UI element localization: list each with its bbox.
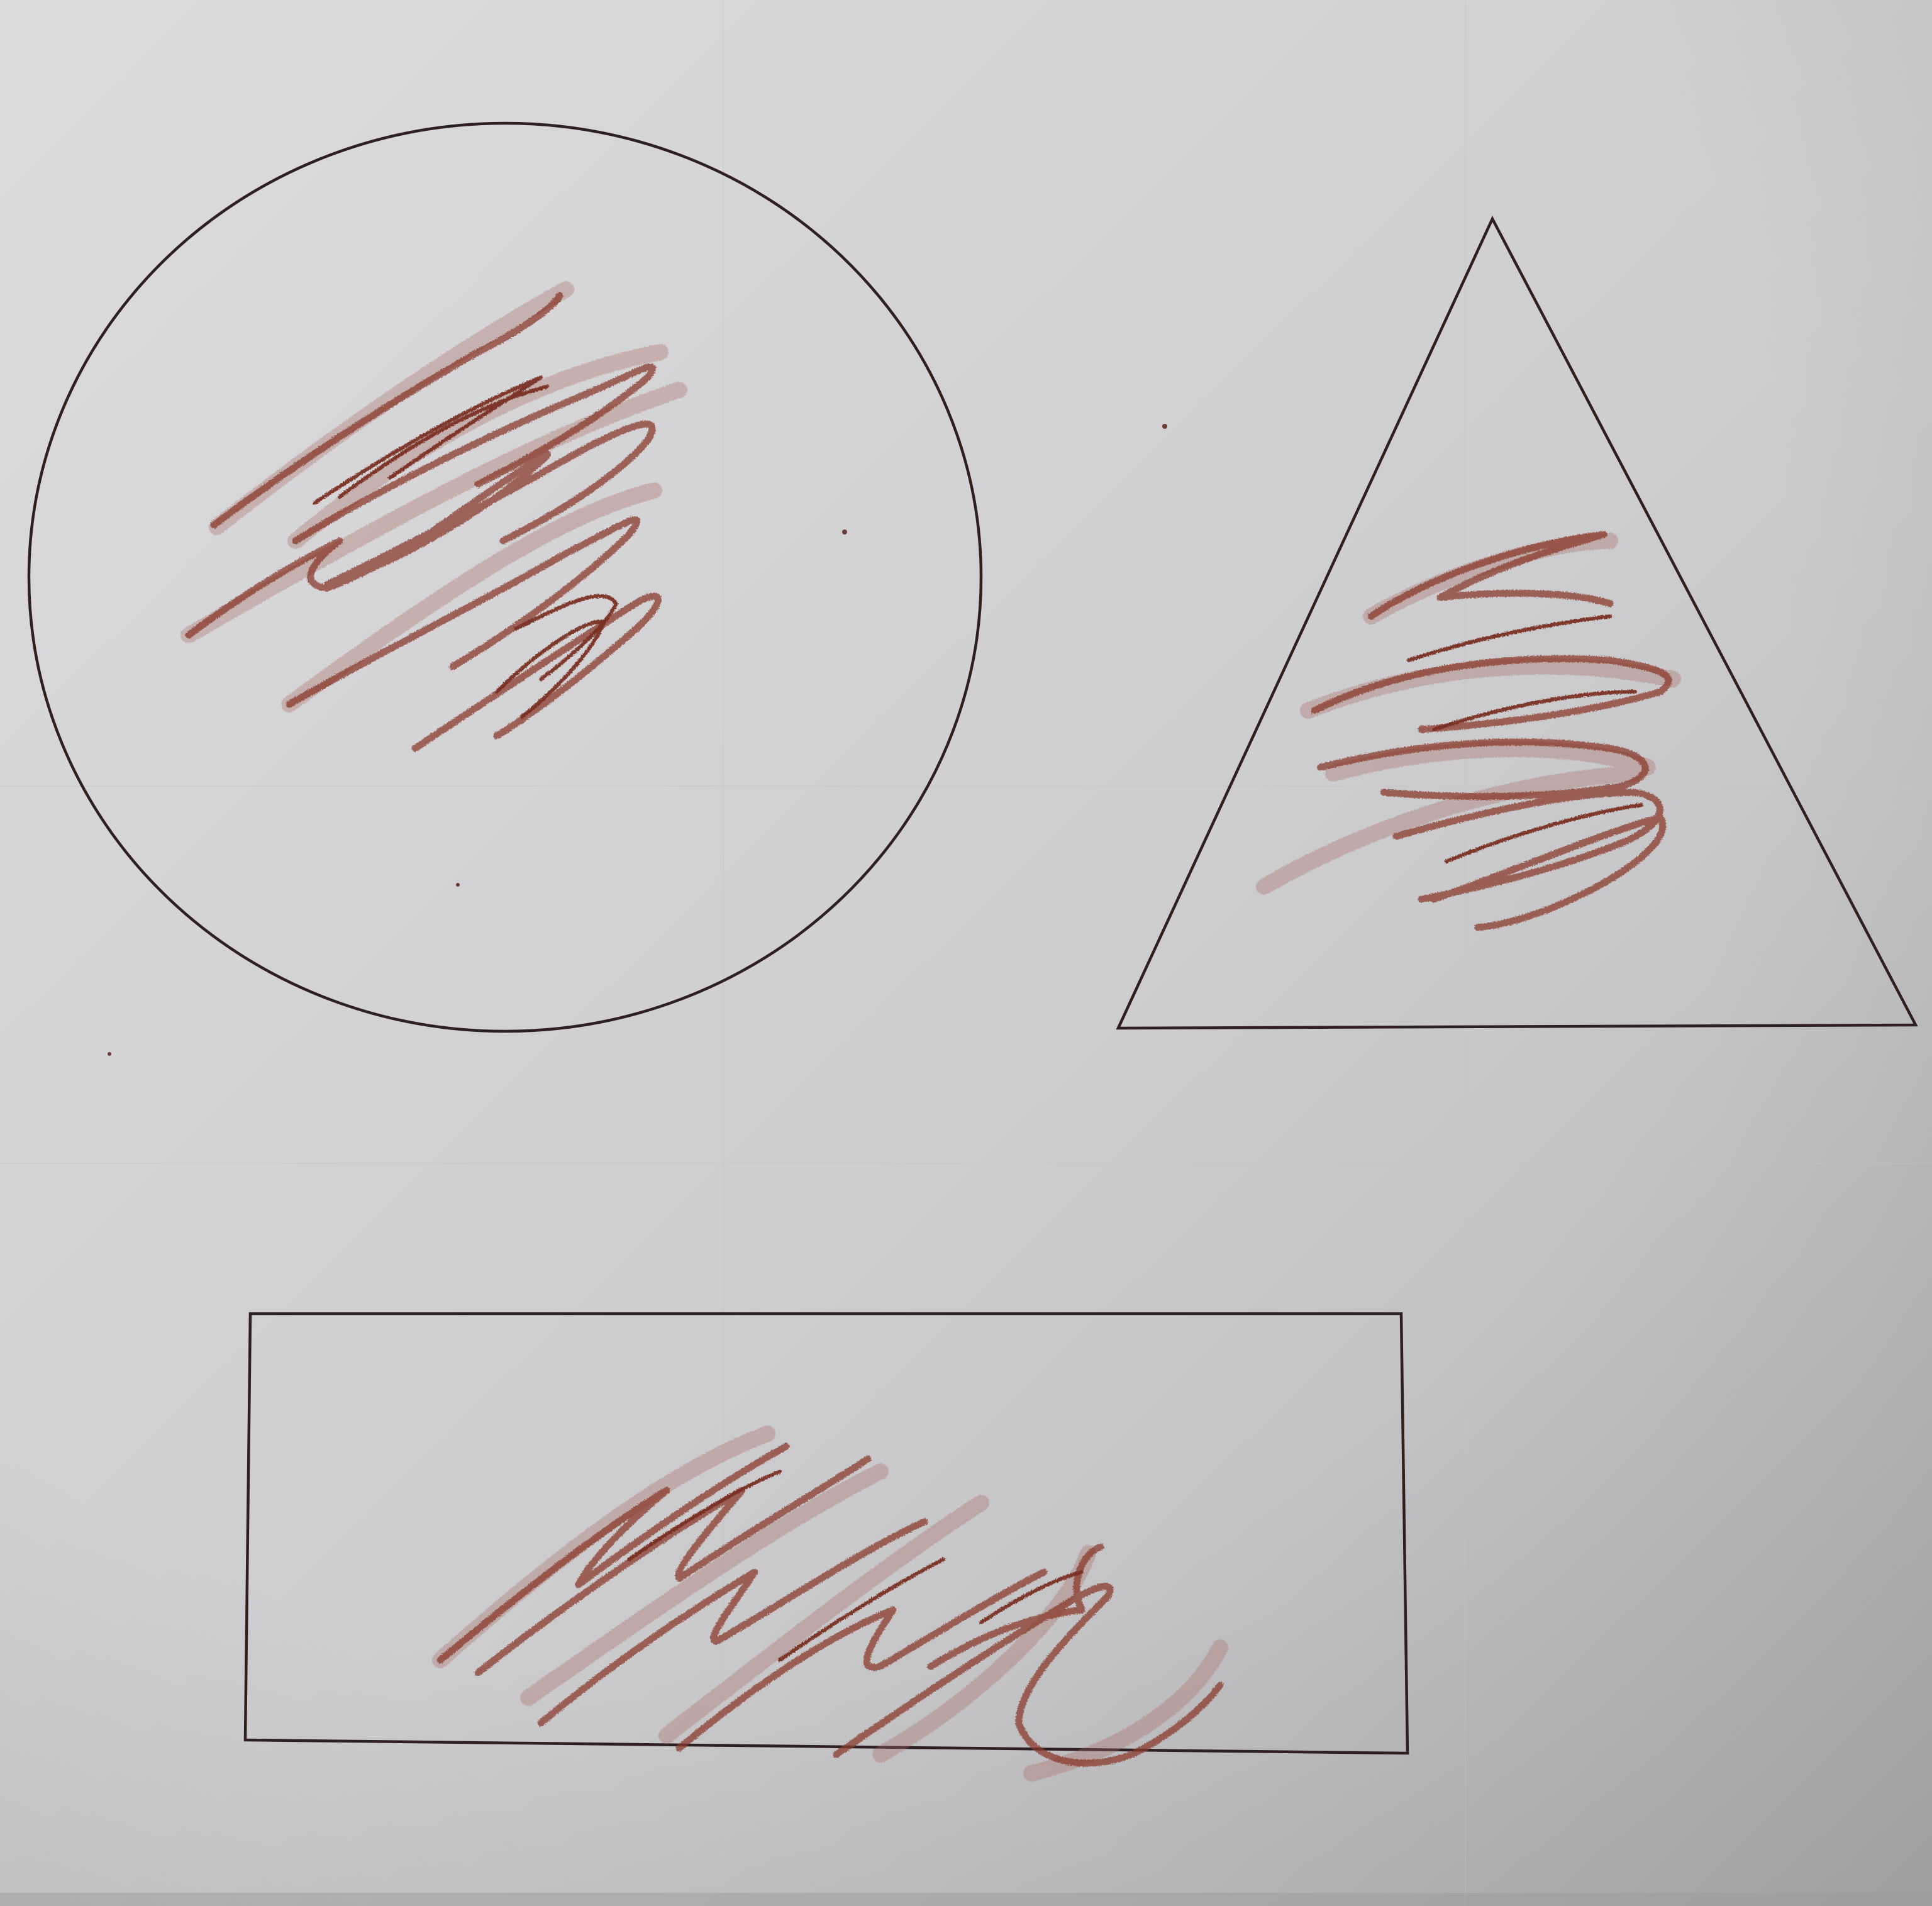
speck [842, 529, 847, 535]
bottom-edge [0, 1893, 1932, 1906]
rectangle-coloring [432, 1426, 1228, 1781]
circle-coloring [180, 281, 687, 752]
circle-outline [27, 121, 983, 1033]
speck [1162, 424, 1167, 429]
circle-shape [27, 121, 983, 1033]
triangle-shape [1116, 215, 1918, 1030]
speck [108, 1052, 111, 1056]
rectangle-shape [243, 1312, 1409, 1781]
triangle-coloring [1256, 531, 1681, 931]
speck [456, 883, 460, 887]
triangle-outline [1116, 215, 1918, 1030]
rectangle-outline [243, 1312, 1409, 1755]
